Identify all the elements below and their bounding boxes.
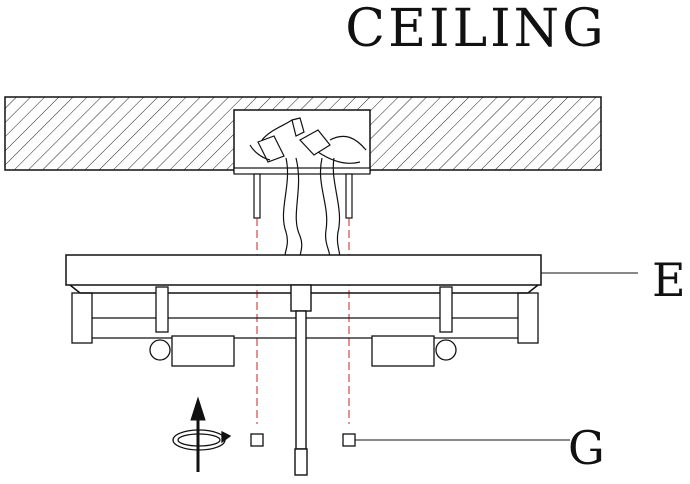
arrow-up-icon <box>190 396 206 472</box>
mounting-plate <box>233 167 371 175</box>
label-nuts: G <box>568 421 605 475</box>
ceiling-slab <box>4 96 602 175</box>
center-rod <box>290 284 312 476</box>
ceiling-title: CEILING <box>345 0 606 59</box>
wire-connectors <box>249 117 367 259</box>
label-canopy: E <box>652 253 686 307</box>
rotate-clockwise-icon <box>172 429 232 451</box>
leader-lines <box>355 272 638 441</box>
canopy-plate <box>65 254 542 294</box>
alignment-guides <box>256 218 350 424</box>
lamp-shades <box>149 335 457 367</box>
